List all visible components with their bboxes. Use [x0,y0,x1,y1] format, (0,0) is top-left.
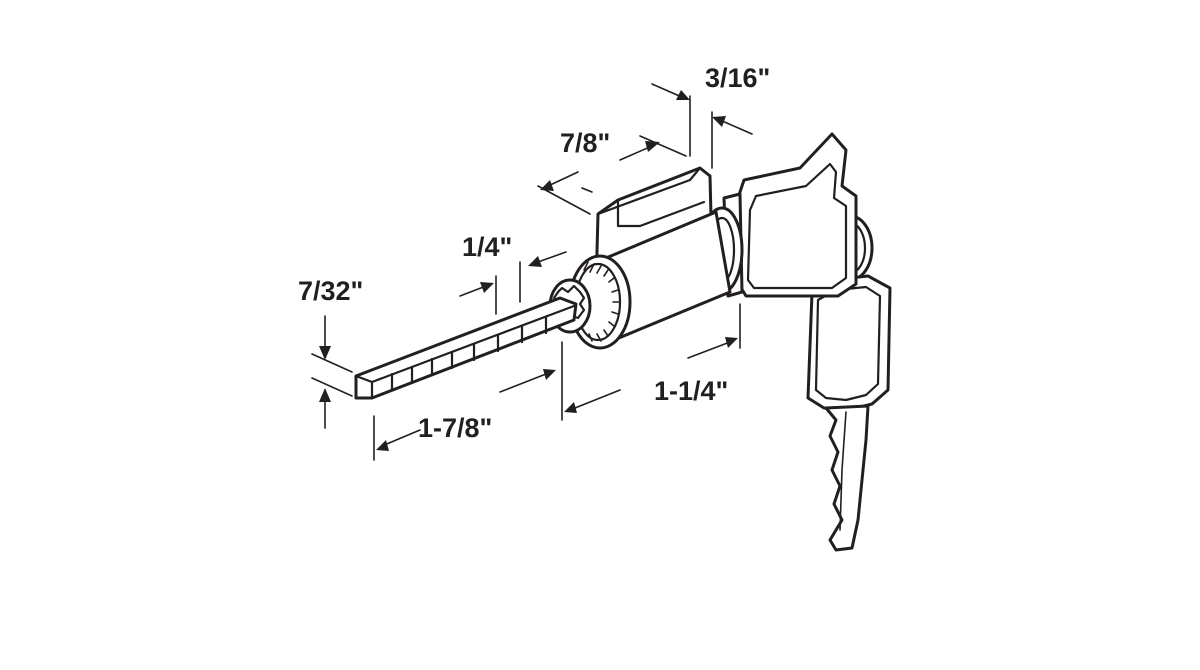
dimension-label: 1-1/4" [654,376,728,406]
lock-cylinder [548,166,744,350]
dimension-tailpiece-width: 7/32" [298,276,363,429]
dimension-label: 7/32" [298,276,363,306]
dimension-cam-width: 7/8" [537,128,687,215]
dimension-label: 1/4" [462,232,512,262]
dimension-cam-thickness: 3/16" [651,63,770,169]
front-key-icon [806,274,892,552]
dimension-tailpiece-length: 1-7/8" [373,341,563,461]
rear-key-icon [722,132,858,298]
dimension-label: 1-7/8" [418,413,492,443]
dimension-cylinder-length: 1-1/4" [564,303,741,413]
dimension-tailpiece-segment: 1/4" [459,232,567,315]
tailpiece [354,296,578,400]
dimension-label: 7/8" [560,128,610,158]
dimension-label: 3/16" [705,63,770,93]
